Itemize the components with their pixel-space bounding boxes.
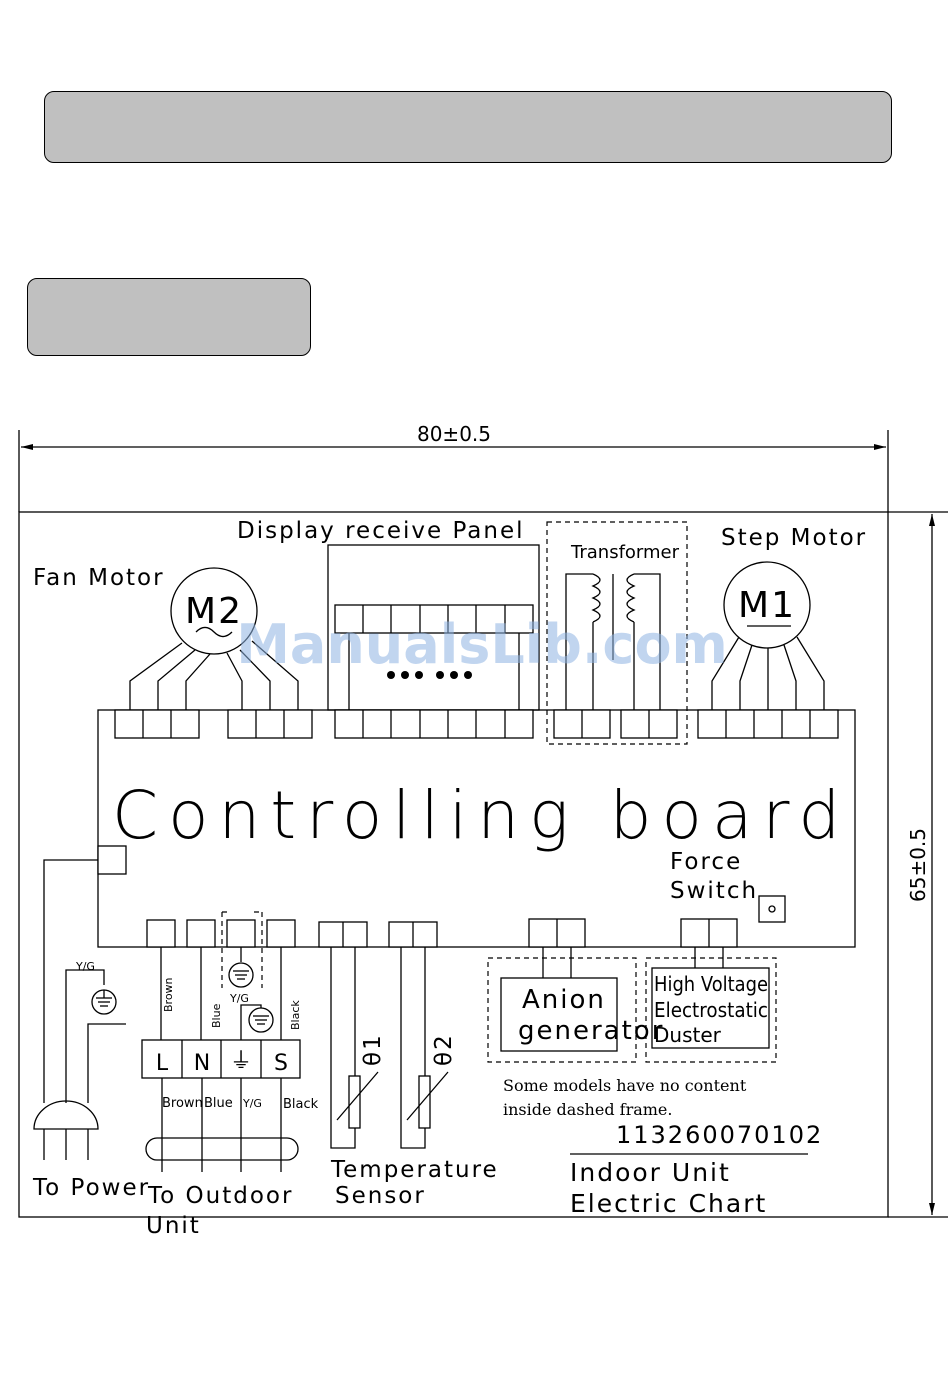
note-line-2: inside dashed frame. [503,1100,672,1119]
hv-label-3: Duster [654,1023,722,1047]
watermark: ManualsLib.com [236,613,728,676]
ground-icon [248,1007,274,1033]
bottom-wire-blue: Blue [204,1096,233,1111]
section-header-banner [44,91,892,163]
terminal-n: N [194,1051,210,1076]
note-line-1: Some models have no content [503,1076,747,1095]
to-outdoor-label-1: To Outdoor [147,1183,293,1209]
height-dimension-label: 65±0.5 [906,828,930,902]
bottom-wire-yg: Y/G [242,1097,262,1110]
terminal-s: S [274,1051,288,1076]
wire-label-yg: Y/G [229,992,249,1005]
plug-yg-label: Y/G [75,960,95,973]
sensor-theta2-label: θ2 [431,1033,457,1066]
hv-duster: High Voltage Electrostatic Duster [645,918,777,1063]
chart-title-1: Indoor Unit [570,1158,731,1187]
terminal-ground: ⏚ [230,1049,252,1074]
subsection-header-banner [27,278,311,356]
display-panel: Display receive Panel [237,518,540,739]
height-dimension: 65±0.5 [906,514,935,1215]
to-outdoor-label-2: Unit [146,1213,201,1239]
fan-motor: Fan Motor M2 [33,565,313,739]
fan-motor-label: Fan Motor [33,565,165,591]
display-panel-label: Display receive Panel [237,518,525,544]
transformer: Transformer [546,521,688,745]
width-dimension-label: 80±0.5 [417,422,491,446]
bottom-wire-brown: Brown [162,1096,203,1111]
power-plug: Y/G To Power [32,845,150,1201]
bottom-wire-black: Black [283,1097,319,1112]
sensor-theta1-label: θ1 [360,1033,386,1066]
force-switch: Force Switch [670,849,786,923]
wire-label-blue: Blue [210,1003,223,1028]
m2-label: M2 [185,591,243,632]
wire-label-brown: Brown [162,977,175,1012]
transformer-label: Transformer [570,542,680,563]
anion-label-1: Anion [522,985,606,1015]
wire-label-black: Black [289,1000,302,1030]
part-number: 113260070102 [616,1121,823,1149]
terminal-l: L [156,1051,169,1076]
board-label: Controlling board [112,777,850,854]
outer-frame [18,511,889,1218]
hv-label-2: Electrostatic [654,998,768,1022]
ground-icon [228,962,254,988]
force-switch-label-2: Switch [670,878,758,904]
width-dimension: 80±0.5 [21,422,886,450]
anion-label-2: generator [518,1016,664,1046]
chart-title-2: Electric Chart [570,1189,767,1218]
force-switch-label-1: Force [670,849,742,875]
anion-generator: Anion generator [487,918,664,1063]
temp-sensor-label-1: Temperature [330,1157,499,1183]
ground-icon [91,989,117,1015]
hv-label-1: High Voltage [654,972,768,996]
temperature-sensors: θ1 θ2 Temperature Sensor [318,921,499,1209]
temp-sensor-label-2: Sensor [335,1183,426,1209]
step-motor: Step Motor M1 [697,525,867,739]
outdoor-connectors: Brown Blue Black Y/G L N ⏚ S Brown Blue … [141,911,319,1239]
to-power-label: To Power [32,1175,150,1201]
step-motor-label: Step Motor [721,525,867,551]
cable-clamp [145,1137,299,1161]
m1-label: M1 [738,585,796,626]
